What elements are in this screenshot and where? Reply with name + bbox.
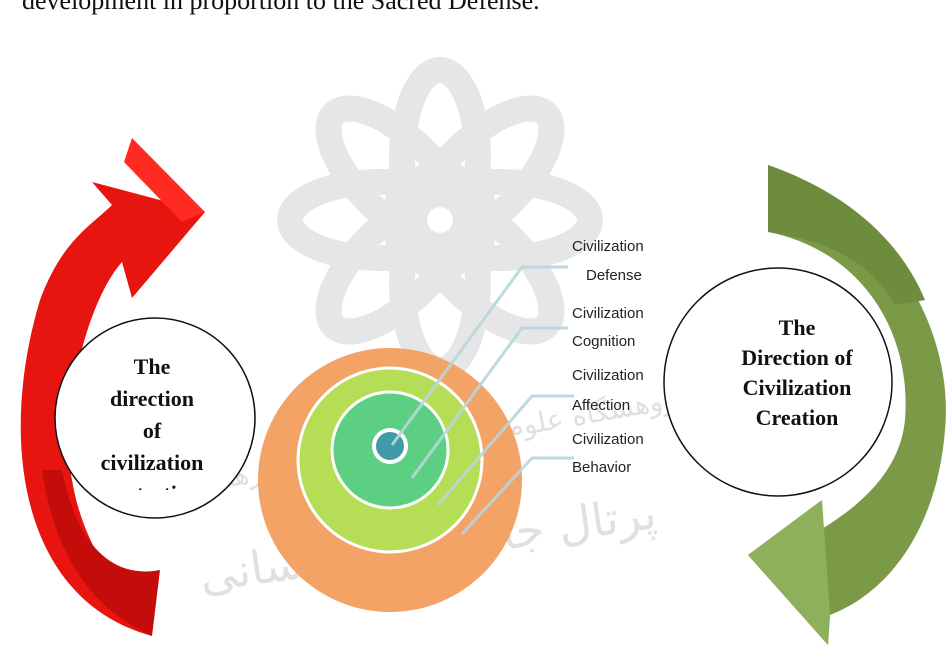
layer-label-affection-2: Affection — [572, 397, 630, 414]
creation-arrow-upper — [768, 165, 925, 305]
protection-arrow-lower-fold — [42, 470, 160, 636]
creation-circle-line-2: Direction of — [741, 345, 853, 370]
protection-circle-line-1: The — [134, 354, 171, 379]
layer-label-defense-2: Defense — [586, 267, 642, 284]
creation-circle-line-1: The — [779, 315, 816, 340]
layer-label-affection-1: Civilization — [572, 367, 644, 384]
creation-arrow-head — [748, 500, 830, 645]
layer-connectors — [390, 265, 574, 536]
layer-label-behavior-1: Civilization — [572, 431, 644, 448]
creation-circle: The Direction of Civilization Creation — [663, 267, 893, 497]
layer-label-defense-1: Civilization — [572, 238, 644, 255]
protection-circle-line-5: protection — [104, 481, 200, 506]
intro-text: development in proportion to the Sacred … — [22, 0, 540, 15]
protection-arrow — [20, 138, 205, 636]
layer-labels: Civilization Defense Civilization Cognit… — [572, 238, 644, 476]
connector-affection — [436, 394, 574, 506]
layer-label-cognition-2: Cognition — [572, 333, 635, 350]
connector-behavior — [460, 456, 574, 536]
connector-defense — [390, 265, 568, 446]
protection-circle: The direction of civilization protection — [54, 317, 256, 519]
concentric-rings — [258, 348, 522, 612]
layer-label-behavior-2: Behavior — [572, 459, 631, 476]
layer-label-cognition-1: Civilization — [572, 305, 644, 322]
creation-circle-line-3: Civilization — [743, 375, 852, 400]
connector-cognition — [410, 326, 568, 479]
protection-arrow-head — [124, 138, 205, 222]
creation-arrow — [748, 165, 946, 645]
creation-circle-line-4: Creation — [756, 405, 839, 430]
protection-circle-line-3: of — [143, 418, 162, 443]
protection-circle-line-4: civilization — [101, 450, 204, 475]
watermark-rosette — [277, 57, 603, 383]
protection-circle-line-2: direction — [110, 386, 194, 411]
